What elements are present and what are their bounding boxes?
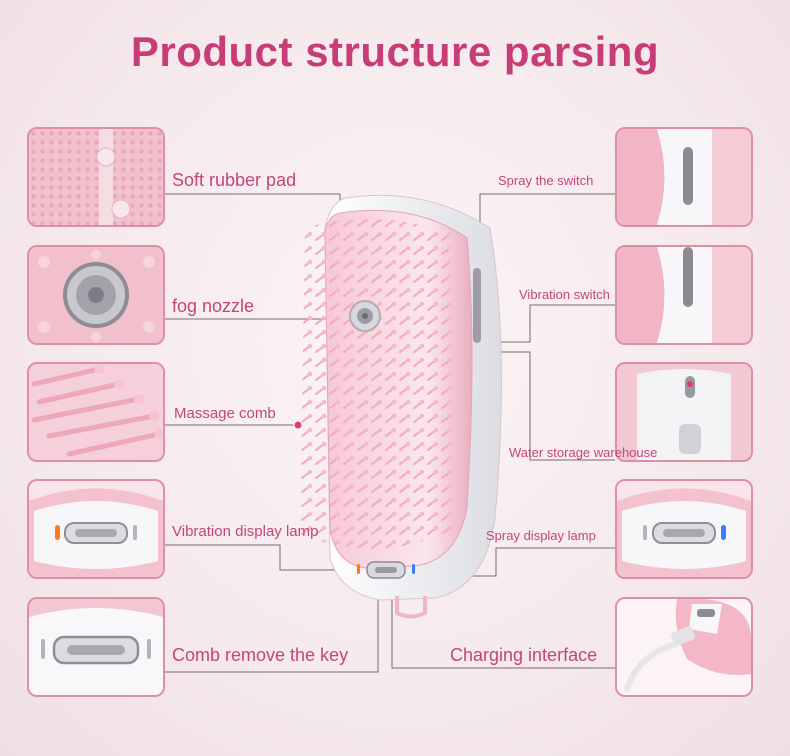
vibration-switch-photo [615, 245, 753, 345]
label-comb-remove-key: Comb remove the key [172, 645, 349, 665]
label-fog-nozzle: fog nozzle [172, 296, 255, 316]
spray-brush-product [300, 194, 502, 619]
label-spray-switch: Spray the switch [498, 173, 594, 188]
massage-comb-photo [27, 362, 165, 462]
page-title: Product structure parsing [130, 28, 660, 75]
label-vibration-switch: Vibration switch [519, 287, 610, 302]
vibration-lamp-photo [27, 479, 165, 579]
water-tank-photo [615, 362, 753, 462]
label-massage-comb: Massage comb [174, 405, 276, 422]
comb-remove-key-photo [27, 597, 165, 697]
charging-cable-photo [615, 597, 753, 697]
label-spray-display-lamp: Spray display lamp [486, 528, 596, 543]
spray-switch-photo [615, 127, 753, 227]
label-water-storage: Water storage warehouse [509, 445, 658, 460]
fog-nozzle-photo [27, 245, 165, 345]
spray-lamp-photo [615, 479, 753, 579]
label-charging-interface: Charging interface [450, 645, 598, 665]
rubber-pad-photo [27, 127, 165, 227]
label-vibration-display-lamp: Vibration display lamp [172, 523, 319, 540]
label-soft-rubber-pad: Soft rubber pad [172, 170, 297, 190]
